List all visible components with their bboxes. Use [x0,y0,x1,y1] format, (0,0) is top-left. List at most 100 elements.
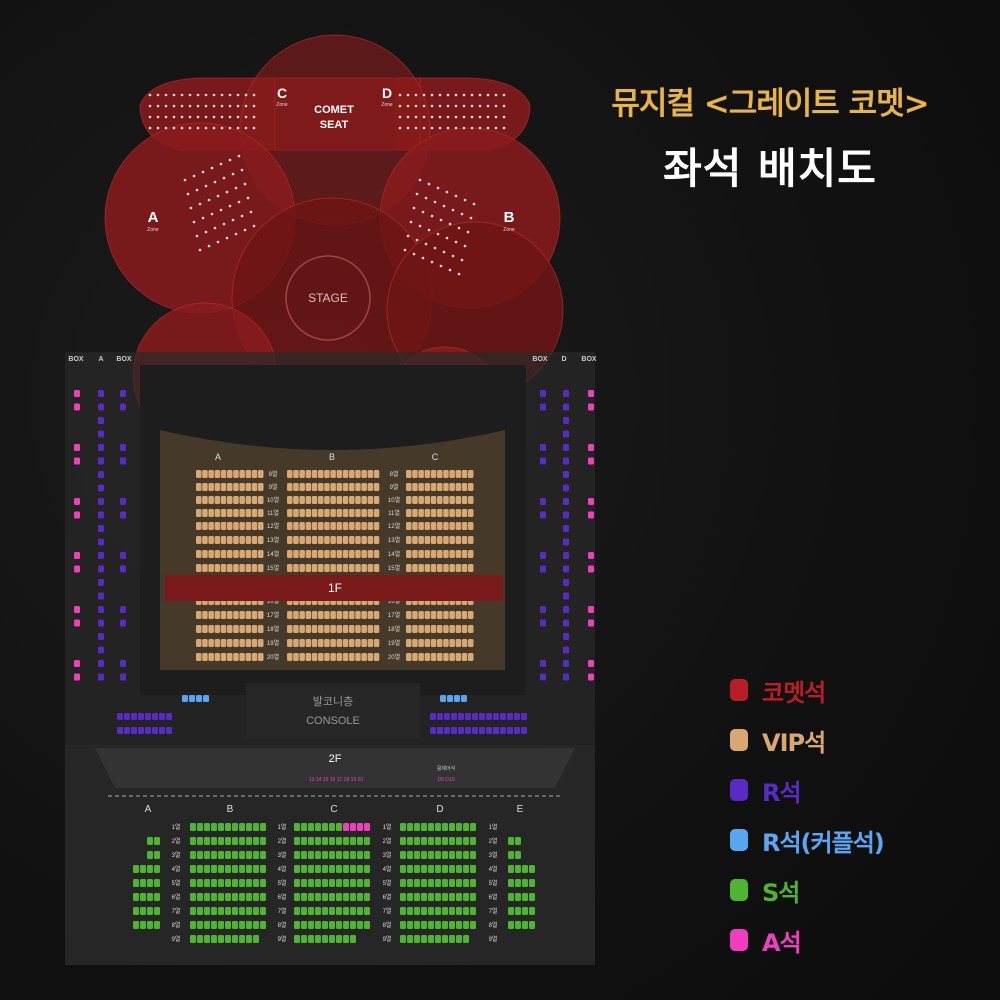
s-seat-b[interactable] [246,921,252,929]
s-seat-c[interactable] [350,879,356,887]
side-seat-right[interactable] [540,660,546,667]
vip-seat-c[interactable] [412,639,418,647]
comet-seat[interactable] [478,93,482,97]
vip-seat-c[interactable] [412,550,418,558]
s-seat-e[interactable] [529,879,535,887]
vip-seat-b[interactable] [311,639,318,647]
vip-seat-c[interactable] [430,509,437,517]
vip-seat-b[interactable] [311,653,318,661]
s-seat-c[interactable] [308,893,314,901]
vip-seat-c[interactable] [443,522,449,530]
vip-seat-b[interactable] [287,564,293,572]
comet-seat[interactable] [409,220,413,224]
comet-seat[interactable] [220,93,224,97]
vip-seat-a[interactable] [202,509,208,517]
vip-seat-b[interactable] [299,564,305,572]
vip-seat-c[interactable] [449,653,455,661]
s-seat-b[interactable] [253,907,259,915]
comet-seat[interactable] [418,178,422,182]
r-seat[interactable] [437,713,443,720]
r-seat[interactable] [138,713,144,720]
s-seat-c[interactable] [357,865,363,873]
vip-seat-c[interactable] [455,509,462,517]
vip-seat-c[interactable] [412,470,418,478]
r-seat[interactable] [507,713,513,720]
vip-seat-a[interactable] [220,653,227,661]
vip-seat-b[interactable] [336,536,343,544]
comet-seat[interactable] [421,256,425,260]
comet-seat[interactable] [196,126,200,130]
vip-seat-b[interactable] [318,509,324,517]
s-seat-d[interactable] [449,921,455,929]
side-seat-right[interactable] [588,511,594,519]
s-seat-c[interactable] [301,935,307,943]
vip-seat-a[interactable] [258,470,264,478]
vip-seat-b[interactable] [367,509,374,517]
vip-seat-c[interactable] [424,564,431,572]
vip-seat-a[interactable] [214,483,221,491]
comet-seat[interactable] [237,154,241,158]
vip-seat-a[interactable] [251,536,258,544]
vip-seat-b[interactable] [336,550,343,558]
vip-seat-b[interactable] [355,653,361,661]
comet-seat[interactable] [156,93,160,97]
s-seat-b[interactable] [260,865,266,873]
vip-seat-c[interactable] [455,611,462,619]
vip-seat-b[interactable] [318,536,324,544]
comet-seat[interactable] [244,115,248,119]
r-seat[interactable] [514,713,520,720]
s-seat-b[interactable] [225,907,231,915]
side-seat-left[interactable] [120,511,126,519]
vip-seat-c[interactable] [468,483,474,491]
s-seat-e[interactable] [508,851,514,859]
s-seat-c[interactable] [294,935,300,943]
s-seat-c[interactable] [350,851,356,859]
vip-seat-c[interactable] [468,509,474,517]
s-seat-d[interactable] [435,921,441,929]
s-seat-c[interactable] [308,921,314,929]
vip-seat-b[interactable] [299,625,305,633]
s-seat-a[interactable] [154,865,160,873]
vip-seat-b[interactable] [311,625,318,633]
s-seat-b[interactable] [246,879,252,887]
s-seat-d[interactable] [414,907,420,915]
s-seat-c[interactable] [364,823,370,831]
comet-seat[interactable] [228,93,232,97]
vip-seat-c[interactable] [461,536,468,544]
side-seat-left[interactable] [120,565,126,573]
comet-seat[interactable] [430,104,434,108]
side-seat-right[interactable] [540,498,546,505]
vip-seat-c[interactable] [412,611,418,619]
s-seat-b[interactable] [225,837,231,845]
side-seat-left[interactable] [120,457,126,465]
r-seat[interactable] [507,727,513,734]
vip-seat-b[interactable] [318,653,324,661]
s-seat-b[interactable] [190,935,196,943]
comet-seat[interactable] [213,226,217,230]
comet-seat[interactable] [406,104,410,108]
vip-seat-a[interactable] [196,611,202,619]
vip-seat-b[interactable] [373,483,380,491]
comet-seat[interactable] [457,226,461,230]
s-seat-d[interactable] [463,865,469,873]
r-seat-left[interactable] [98,498,104,505]
vip-seat-a[interactable] [233,625,239,633]
r-seat[interactable] [117,727,123,734]
vip-seat-a[interactable] [196,509,202,517]
vip-seat-a[interactable] [251,496,258,504]
side-seat-left[interactable] [120,444,126,451]
r-seat[interactable] [145,727,151,734]
s-seat-b[interactable] [239,851,245,859]
s-seat-d[interactable] [407,865,413,873]
side-seat-left[interactable] [120,660,126,667]
vip-seat-a[interactable] [245,483,252,491]
vip-seat-b[interactable] [293,536,299,544]
s-seat-d[interactable] [428,893,434,901]
vip-seat-a[interactable] [208,625,214,633]
s-seat-c[interactable] [350,893,356,901]
s-seat-c[interactable] [336,879,342,887]
vip-seat-b[interactable] [373,496,380,504]
r-seat[interactable] [472,713,478,720]
comet-seat[interactable] [204,104,208,108]
s-seat-d[interactable] [400,837,406,845]
